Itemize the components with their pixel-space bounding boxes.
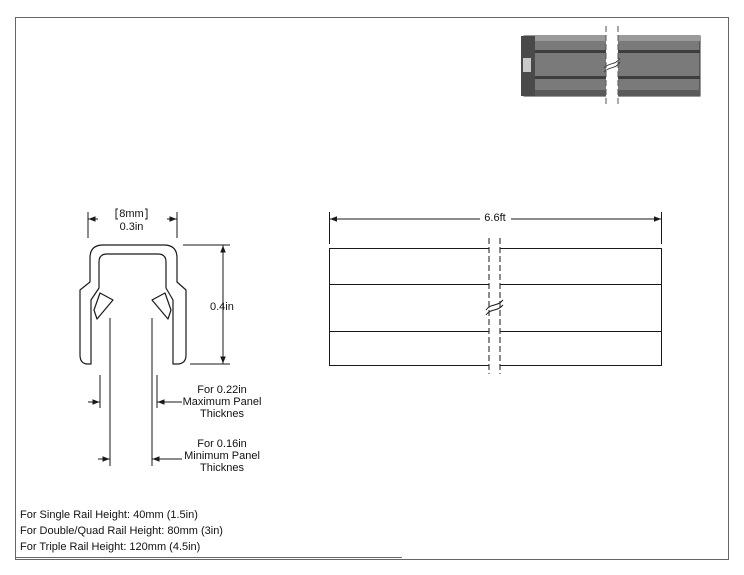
note-single-rail: For Single Rail Height: 40mm (1.5in) (20, 509, 198, 521)
sheet-border (15, 17, 729, 560)
min-panel-line2: Thicknes (199, 462, 245, 474)
min-panel-value: For 0.16in (197, 438, 247, 450)
height-in-label: 0.4in (210, 301, 234, 313)
height-dimension (183, 244, 230, 365)
min-panel-line1: Minimum Panel (184, 450, 260, 462)
max-panel-line1: Maximum Panel (182, 396, 262, 408)
note-double-quad-rail: For Double/Quad Rail Height: 80mm (3in) (20, 525, 223, 537)
note-triple-rail: For Triple Rail Height: 120mm (4.5in) (20, 541, 201, 553)
max-panel-value: For 0.22in (197, 384, 247, 396)
panel-thickness-dimensions (88, 318, 182, 466)
rail-3d-thumbnail (521, 26, 701, 106)
width-mm-label: 8mm (119, 208, 144, 220)
width-in-label: 0.3in (119, 221, 144, 233)
width-mm-box (115, 208, 148, 220)
profile-cross-section (79, 244, 187, 365)
length-label: 6.6ft (484, 212, 506, 224)
length-dimension (329, 212, 662, 244)
width-dimension (87, 212, 178, 238)
max-panel-line2: Thicknes (199, 408, 245, 420)
rail-front-view (329, 238, 662, 374)
